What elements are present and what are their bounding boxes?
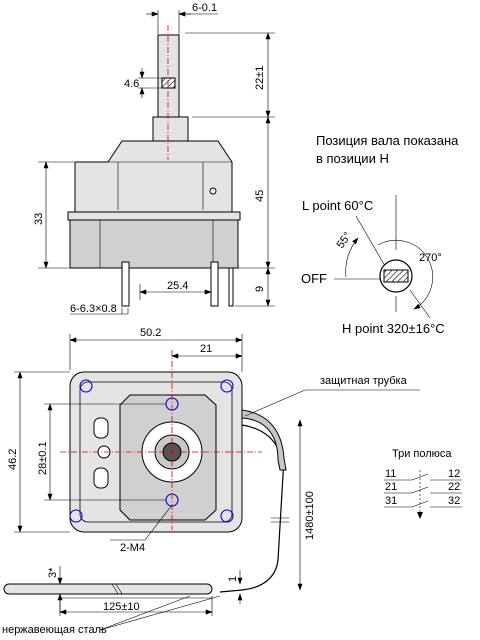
- off-label: OFF: [301, 271, 327, 286]
- dim-bulb-length: 125±10: [103, 601, 140, 613]
- terminal-right: [210, 261, 219, 307]
- upper-housing: [74, 140, 233, 213]
- angle-total-label: 270°: [419, 252, 442, 264]
- protective-sleeve: [241, 409, 287, 471]
- dim-body-height: 45: [254, 190, 266, 202]
- position-diagram: Позиция вала показана в позиции H L poin…: [301, 133, 459, 336]
- dim-width: 50.2: [140, 327, 161, 339]
- pole-32: 32: [448, 495, 460, 507]
- corner-hole-br: [220, 509, 234, 523]
- top-view: 50.2 21 46.2 28±0.1 2-M4 1480±100 3* 125…: [2, 327, 420, 636]
- steel-label: нержавеющая сталь: [2, 624, 107, 636]
- terminal-right-2: [228, 267, 234, 307]
- dim-capillary-length: 1480±100: [304, 491, 316, 540]
- dim-half-width: 21: [200, 343, 212, 355]
- base-plate: [67, 211, 241, 221]
- position-note-line2: в позиции H: [316, 151, 389, 166]
- sensor-bulb: [3, 583, 213, 595]
- dim-shaft-width: 6-0.1: [192, 2, 217, 14]
- dim-shaft-height: 22±1: [254, 66, 266, 90]
- pole-actuator: [417, 512, 423, 519]
- knob-flat: [383, 269, 409, 283]
- dim-gap: 1: [227, 576, 239, 582]
- l-point-label: L point 60°C: [302, 198, 373, 213]
- dim-terminal-spacing: 25.4: [167, 280, 188, 292]
- screw-dot: [209, 187, 217, 195]
- h-point-label: H point 320±16°C: [342, 321, 445, 336]
- shaft-collar: [152, 116, 189, 142]
- capillary-tube: [219, 424, 284, 593]
- slot-left-bottom: [93, 467, 109, 489]
- dim-terminal-length: 9: [254, 286, 266, 292]
- tube-label: защитная трубка: [320, 375, 408, 387]
- slot-left-top: [93, 417, 109, 439]
- pole-31: 31: [385, 495, 397, 507]
- dim-bulb-diameter: 3*: [47, 567, 59, 578]
- corner-hole-bl: [69, 509, 83, 523]
- corner-hole-tr: [220, 379, 234, 393]
- pole-22: 22: [448, 481, 460, 493]
- pole-11: 11: [385, 468, 396, 480]
- poles-title: Три полюса: [392, 448, 452, 460]
- shaft: [157, 34, 180, 118]
- terminal-left: [121, 261, 130, 307]
- dim-shaft-flat: 4.6: [124, 78, 139, 90]
- pole-12: 12: [448, 468, 460, 480]
- shaft-flat-section: [161, 77, 176, 89]
- dim-holes: 2-M4: [120, 542, 145, 554]
- lower-housing: [69, 219, 239, 269]
- position-note-line1: Позиция вала показана: [316, 133, 459, 148]
- three-pole-schematic: Три полюса 11 21 31 12 22 32: [384, 448, 462, 519]
- dim-terminal-spec: 6-6.3×0.8: [70, 303, 117, 315]
- dim-height: 46.2: [7, 449, 19, 470]
- corner-hole-tl: [79, 379, 93, 393]
- pole-21: 21: [385, 481, 397, 493]
- dim-housing-height: 33: [33, 213, 45, 225]
- dim-hole-spacing: 28±0.1: [37, 441, 49, 475]
- side-view: 6-0.1 4.6 22±1 45 33 25.4 9 6-6.3×0.8: [33, 2, 275, 315]
